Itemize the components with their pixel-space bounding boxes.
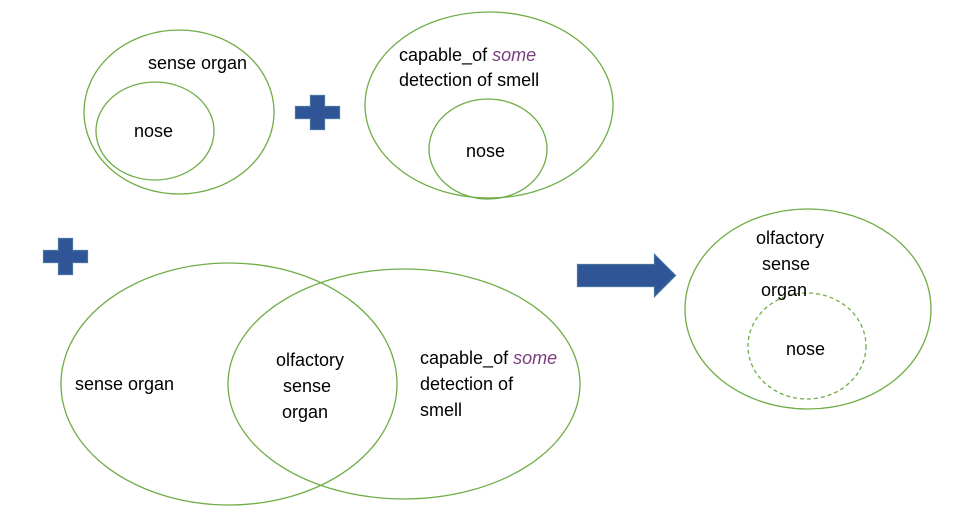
- panel-olfactory-sense-organ-result: olfactory sense organ nose: [684, 208, 932, 410]
- some-keyword: some: [513, 348, 557, 368]
- smell-label: smell: [420, 400, 462, 420]
- sense-label: sense: [762, 254, 810, 274]
- plus-icon: [294, 94, 341, 131]
- nose-ellipse-dashed: [747, 292, 867, 400]
- organ-label: organ: [282, 402, 328, 422]
- sense-organ-ellipse: [60, 262, 398, 506]
- plus-icon: [42, 237, 89, 276]
- capable-of-label: capable_of some: [399, 45, 536, 66]
- nose-ellipse: [428, 98, 548, 200]
- nose-label: nose: [466, 141, 505, 161]
- detection-of-smell-label: detection of smell: [399, 70, 539, 90]
- nose-ellipse: [95, 81, 215, 181]
- nose-label: nose: [786, 339, 825, 359]
- capable-of-detection-ellipse: [227, 268, 581, 500]
- sense-label: sense: [283, 376, 331, 396]
- olfactory-sense-organ-ellipse: [684, 208, 932, 410]
- panel-sense-organ-contains-nose: sense organ nose: [83, 29, 275, 195]
- olfactory-label: olfactory: [756, 228, 824, 248]
- capable-of-detection-ellipse: [364, 11, 614, 199]
- olfactory-label: olfactory: [276, 350, 344, 370]
- panel-intersection: sense organ olfactory sense organ capabl…: [60, 262, 581, 506]
- panel-capable-of-detection-contains-nose: capable_of some detection of smell nose: [364, 11, 614, 200]
- organ-label: organ: [761, 280, 807, 300]
- some-keyword: some: [492, 45, 536, 65]
- nose-label: nose: [134, 121, 173, 141]
- right-arrow-icon: [576, 253, 677, 298]
- sense-organ-label: sense organ: [75, 374, 174, 394]
- sense-organ-ellipse: [83, 29, 275, 195]
- capable-of-label: capable_of some: [420, 348, 557, 369]
- detection-of-label: detection of: [420, 374, 514, 394]
- sense-organ-label: sense organ: [148, 53, 247, 73]
